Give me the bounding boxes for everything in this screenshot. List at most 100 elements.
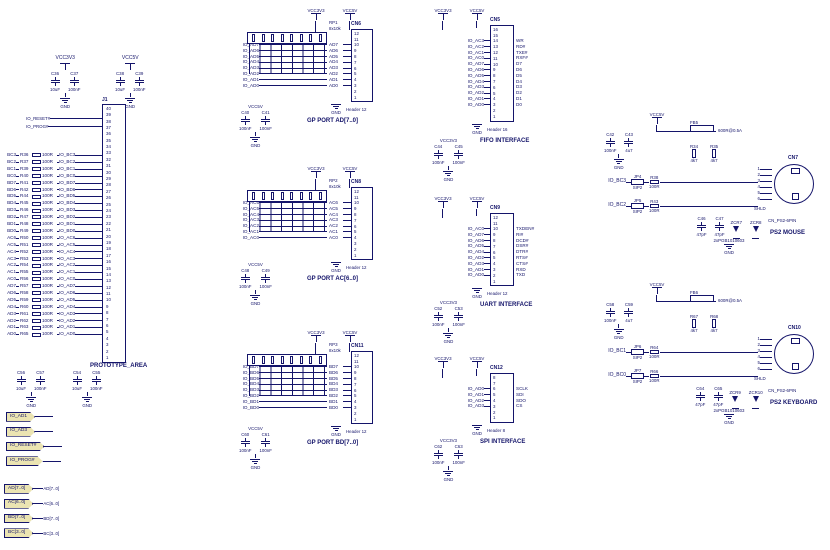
tvs-cluster: C46 47pF C47 47pF ZCR7 ZCR8 [686, 216, 772, 255]
wire [259, 372, 327, 374]
interface-signal-label: RTS# [516, 254, 528, 260]
net-io-reset: IO_RESET# [26, 116, 102, 121]
capacitor-icon [715, 222, 725, 232]
wire [48, 126, 102, 128]
signal-row: IO_AD2 [428, 255, 490, 261]
wire [760, 198, 772, 200]
ps2-top-caps: C58 100nF C59 4u7 GND [604, 302, 634, 340]
gnd-label: GND [26, 403, 37, 409]
wire [75, 251, 102, 253]
pin-number: 22 [106, 220, 111, 226]
gnd: GND [250, 454, 261, 470]
wire [75, 306, 102, 308]
wire [760, 180, 772, 182]
resistor-icon [32, 305, 41, 310]
wire [259, 73, 327, 75]
wire [484, 75, 490, 77]
capacitor-icon [261, 116, 271, 126]
respack-icon [247, 190, 327, 202]
signal-row: IO_AD3 [428, 261, 490, 267]
ps2-signal-rows: IO_BC3 JP4 SIP2 R38 100R IO_BC [598, 174, 758, 214]
net-label: BD6 [329, 369, 338, 375]
resistor-value: 100R [649, 184, 660, 190]
bus-signal-label: AC5 [7, 241, 16, 247]
net-label: IO_PROG# [26, 124, 49, 129]
resistor-icon [32, 277, 41, 282]
io-net-label: IO_BD2 [242, 392, 259, 398]
wire [659, 375, 758, 377]
wire [484, 69, 490, 71]
wire [484, 399, 490, 401]
wire [484, 405, 490, 407]
resistor-icon [649, 204, 659, 209]
pin-number: 1 [757, 166, 760, 172]
wire [484, 57, 490, 59]
cap-value: 10uF [115, 86, 126, 92]
resistor-ref: R34 [690, 144, 699, 149]
wire [57, 292, 59, 294]
wire [484, 92, 490, 94]
pullup-resistor: R35 4k7 [710, 144, 718, 163]
wire [760, 192, 772, 194]
resistor-row: AC6 R50 100R IO_AC6 [2, 235, 102, 242]
resistor-row: AD1 R63 100R IO_AD1 [2, 324, 102, 331]
connector-type: Header 8 [487, 428, 506, 434]
pin-number: 15 [493, 32, 498, 38]
respack-icon [247, 354, 327, 366]
cap-value: 100nF [34, 386, 47, 392]
wire [343, 383, 351, 385]
block-title: PS2 MOUSE [770, 230, 806, 236]
wire [75, 161, 102, 163]
wire [16, 154, 19, 156]
capacitor: C53 100nF [452, 306, 464, 327]
ps2-connector: CN10 1 2 3 4 5 [754, 325, 830, 406]
wire [57, 237, 59, 239]
bus-signal-label: BC0 [7, 172, 16, 178]
resistor-ref: R64 [650, 345, 659, 350]
capacitor: C58 100nF [604, 302, 616, 323]
pin-number: 33 [106, 150, 111, 156]
resistor-icon [32, 153, 41, 158]
resistor-icon [32, 249, 41, 254]
cap-value: 100nF [432, 322, 445, 328]
bus-signal-label: AD6 [7, 289, 16, 295]
wire [57, 244, 59, 246]
capacitor: C64 47pF [695, 386, 705, 407]
power-net-label: VCC3V3 [439, 438, 457, 443]
pin-number: 11 [354, 358, 359, 364]
signal-row: IO_AD1 AD1 [233, 77, 351, 83]
resistor-row: AD3 R61 100R IO_AD3 [2, 310, 102, 317]
pin-number: 13 [493, 44, 498, 50]
io-net-label: IO_BD7 [242, 364, 259, 369]
capacitor-icon [624, 308, 634, 318]
io-net-label: IO_AD1 [242, 76, 259, 82]
pin-number: 6 [493, 84, 496, 90]
resistor-ref: R65 [20, 331, 29, 337]
block-title: GP PORT AC[6..0] [307, 276, 359, 283]
bus-signal-label: AD0 [7, 331, 16, 337]
io-net-label: IO_BC2 [608, 202, 626, 209]
cap-value: 100nF [259, 448, 272, 454]
pin-number: 1 [493, 415, 496, 421]
resistor-value: 100R [649, 354, 660, 360]
interface-signal-label: WR [516, 38, 524, 43]
wire [343, 401, 351, 403]
wire [35, 416, 54, 418]
net-label: AC1 [329, 228, 338, 234]
ferrite-icon [690, 295, 714, 303]
gnd-symbol-icon [613, 159, 624, 165]
power-net-label: VCC5V [469, 196, 485, 201]
pin-number: 2 [493, 409, 496, 415]
wire [75, 320, 102, 322]
cap-value: 100nF [452, 322, 465, 328]
io-net-label: IO_AC5 [59, 241, 76, 247]
jumper-icon [631, 349, 644, 356]
cap-ref: C36 [50, 70, 60, 76]
wire [343, 84, 351, 86]
cap-pair: C52 100nF C53 100nF [432, 306, 465, 327]
